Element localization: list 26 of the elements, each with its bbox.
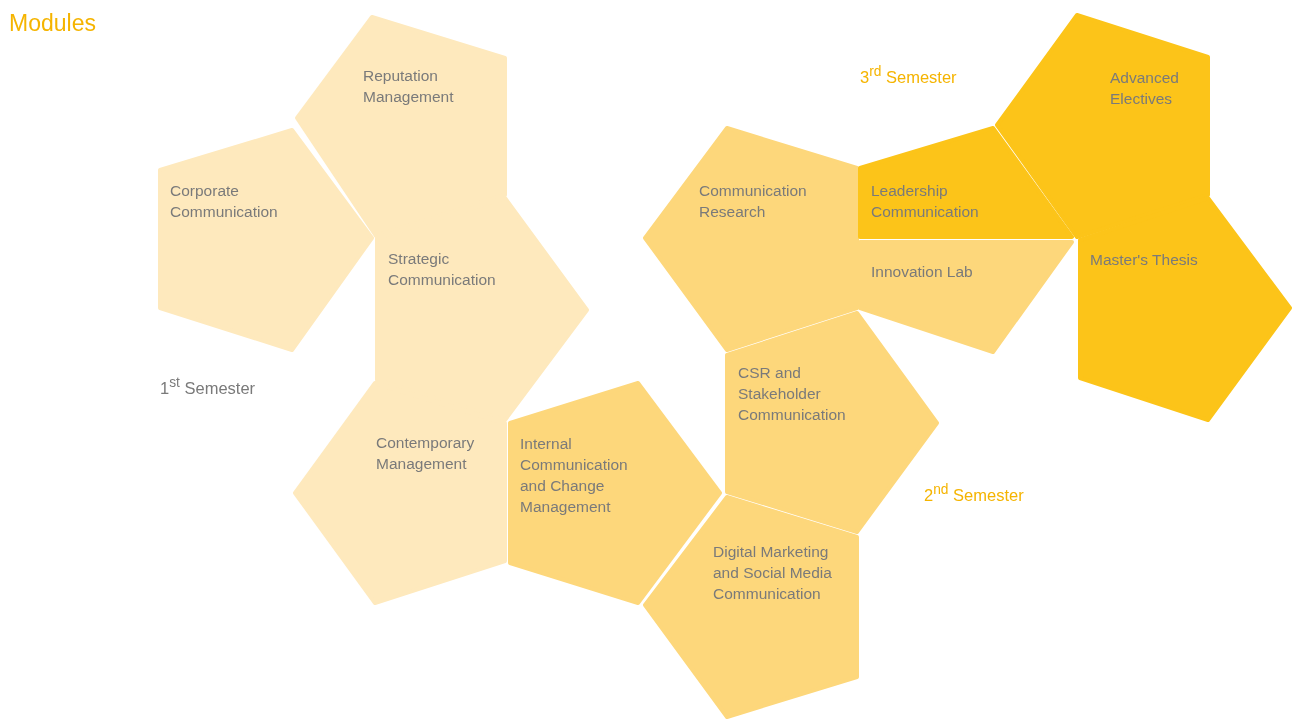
module-name: Master's Thesis: [1090, 250, 1199, 270]
semester-label: 3$^{rd}$ Semester: [860, 64, 957, 87]
pentagon-tile: [645, 497, 857, 717]
module-name: Digital Marketing and Social Media Communication: [713, 542, 833, 604]
pentagon-tile: [997, 15, 1208, 237]
module-name: Advanced Electives: [1110, 68, 1180, 109]
pentagon-tile: [377, 198, 587, 420]
module-name: Strategic Communication: [388, 249, 497, 290]
module-name: Communication Research: [699, 181, 808, 222]
pentagon-tile: [860, 242, 1072, 352]
module-name: Corporate Communication: [170, 181, 279, 222]
module-name: Leadership Communication: [871, 181, 980, 222]
module-name: Innovation Lab: [871, 262, 974, 282]
module-name: Reputation Management: [363, 66, 455, 107]
module-name: Contemporary Management: [376, 433, 476, 474]
pentagon-tile: [160, 130, 372, 350]
semester-label: 1$^{st}$ Semester: [160, 375, 256, 398]
pentagon-tile: [297, 17, 505, 236]
module-name: Internal Communication and Change Management: [520, 434, 629, 517]
pentagon-tile: [645, 128, 857, 350]
module-name: CSR and Stakeholder Communication: [738, 363, 847, 425]
pentagon-tile: [860, 128, 1072, 237]
title: Modules: [9, 10, 96, 37]
pentagon-tile: [1080, 198, 1290, 420]
semester-label: 2$^{nd}$ Semester: [924, 482, 1024, 505]
pentagon-tile: [295, 383, 505, 603]
